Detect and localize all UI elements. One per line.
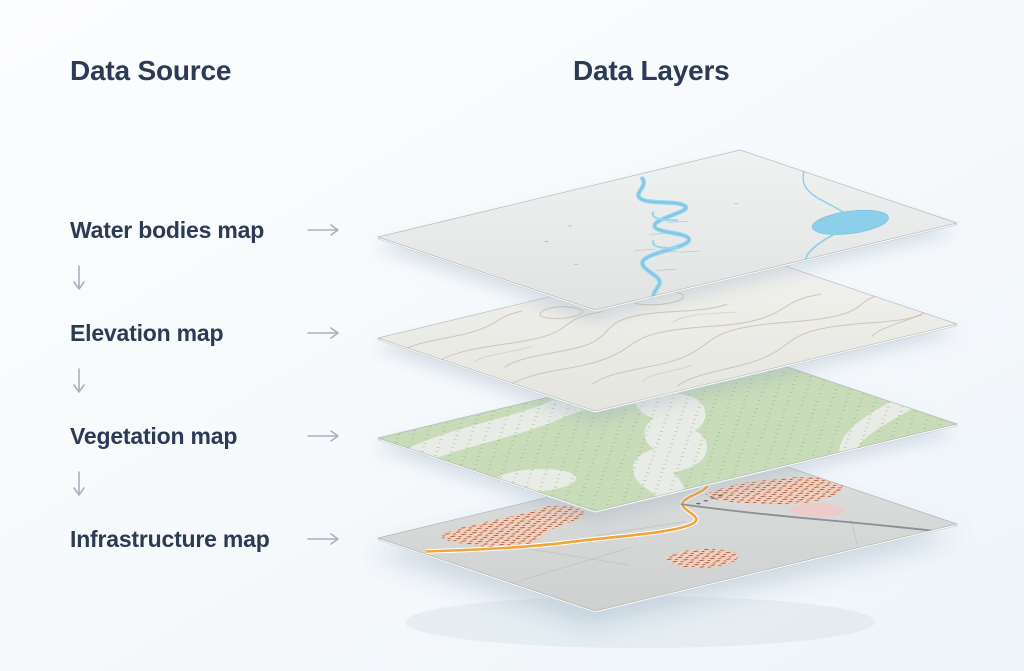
wetland-hatches bbox=[578, 219, 767, 272]
data-layers-title: Data Layers bbox=[573, 55, 730, 86]
right-arrow-icon bbox=[307, 224, 339, 236]
right-arrow-icon bbox=[307, 430, 339, 442]
river bbox=[439, 178, 857, 299]
water-dots bbox=[544, 202, 739, 266]
source-label-infrastructure: Infrastructure map bbox=[70, 526, 270, 552]
down-arrow-icon bbox=[73, 471, 85, 496]
right-arrow-icon bbox=[307, 533, 339, 545]
down-arrow-icon bbox=[73, 368, 85, 393]
elevation-layer bbox=[376, 250, 959, 414]
pink-zone bbox=[789, 502, 845, 518]
source-label-water-bodies: Water bodies map bbox=[70, 217, 265, 243]
infrastructure-layer bbox=[376, 450, 959, 614]
data-source-title: Data Source bbox=[70, 55, 232, 86]
lake bbox=[785, 204, 916, 241]
right-arrow-icon bbox=[307, 327, 339, 339]
water-bodies-layer bbox=[376, 149, 959, 313]
station-dots bbox=[695, 494, 723, 505]
source-label-elevation: Elevation map bbox=[70, 320, 224, 346]
source-label-vegetation: Vegetation map bbox=[70, 423, 238, 449]
built-up-areas bbox=[440, 476, 845, 569]
contour-lines bbox=[386, 254, 955, 409]
secondary-road bbox=[681, 479, 941, 557]
vegetation-speckles bbox=[378, 351, 957, 511]
vegetation-layer bbox=[376, 350, 959, 514]
stack-ground-shadow bbox=[405, 596, 875, 648]
down-arrow-icon bbox=[73, 265, 85, 290]
